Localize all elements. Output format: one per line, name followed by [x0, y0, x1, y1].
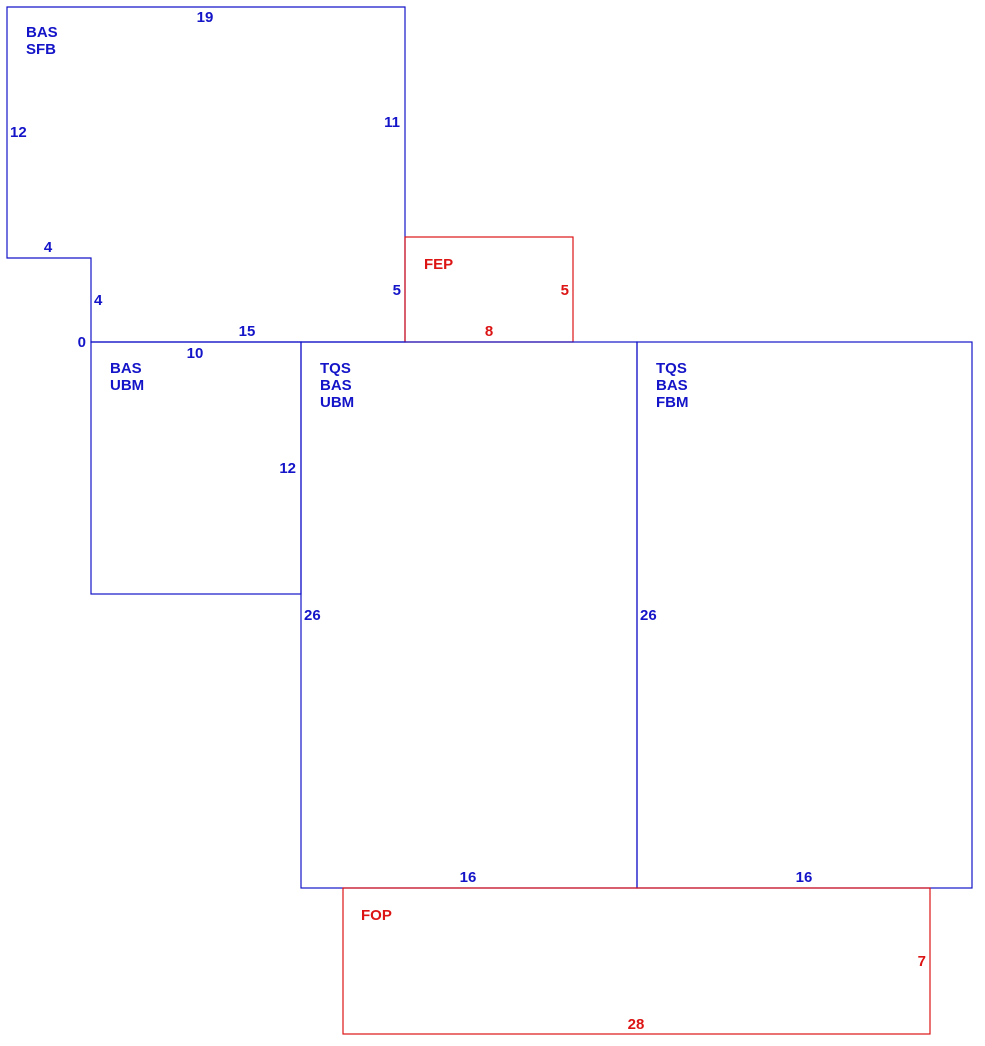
area-bas-sfb: BAS SFB 19 11 12 4 4 15 5 0	[6, 6, 406, 351]
area-fop: FOP 7 28	[342, 887, 931, 1035]
dim-bas-sfb-lower-right: 5	[393, 282, 401, 299]
dim-bas-sfb-left: 12	[10, 124, 27, 141]
dim-fep-bottom: 8	[485, 323, 493, 340]
area-bas-sfb-code-1: BAS	[26, 24, 58, 41]
dim-bas-sfb-top: 19	[197, 9, 214, 26]
dim-bas-sfb-bottom: 15	[239, 323, 256, 340]
area-tqs-bas-ubm: TQS BAS UBM 26 16	[300, 341, 638, 889]
area-tqs-bas-ubm-code-2: BAS	[320, 377, 352, 394]
area-tqs-bas-ubm-code-1: TQS	[320, 360, 351, 377]
area-tqs-bas-fbm-code-1: TQS	[656, 360, 687, 377]
area-bas-sfb-outline	[6, 6, 406, 343]
dim-tqs-bas-fbm-left: 26	[640, 607, 657, 624]
area-fep-code: FEP	[424, 256, 453, 273]
area-bas-ubm-code-2: UBM	[110, 377, 144, 394]
area-tqs-bas-ubm-code-3: UBM	[320, 394, 354, 411]
dim-bas-ubm-top: 10	[187, 345, 204, 362]
dim-origin: 0	[78, 334, 86, 351]
dim-bas-ubm-right: 12	[279, 460, 296, 477]
area-tqs-bas-fbm-outline	[636, 341, 973, 889]
dim-tqs-bas-ubm-bottom: 16	[460, 869, 477, 886]
area-bas-ubm: BAS UBM 10 12	[90, 341, 302, 595]
area-fep: FEP 8 5	[404, 236, 574, 343]
area-tqs-bas-fbm-code-2: BAS	[656, 377, 688, 394]
dim-bas-sfb-step-top: 4	[44, 239, 53, 256]
dim-fop-right: 7	[918, 953, 926, 970]
dim-tqs-bas-fbm-bottom: 16	[796, 869, 813, 886]
dim-bas-sfb-step-side: 4	[94, 292, 103, 309]
area-bas-ubm-code-1: BAS	[110, 360, 142, 377]
area-tqs-bas-fbm: TQS BAS FBM 26 16	[636, 341, 973, 889]
dim-fep-right: 5	[561, 282, 569, 299]
area-tqs-bas-fbm-code-3: FBM	[656, 394, 689, 411]
area-fop-code: FOP	[361, 907, 392, 924]
dim-tqs-bas-ubm-left: 26	[304, 607, 321, 624]
area-fop-outline	[342, 887, 931, 1035]
dim-fop-bottom: 28	[628, 1016, 645, 1033]
area-bas-sfb-code-2: SFB	[26, 41, 56, 58]
dim-bas-sfb-right: 11	[384, 114, 400, 131]
area-tqs-bas-ubm-outline	[300, 341, 638, 889]
